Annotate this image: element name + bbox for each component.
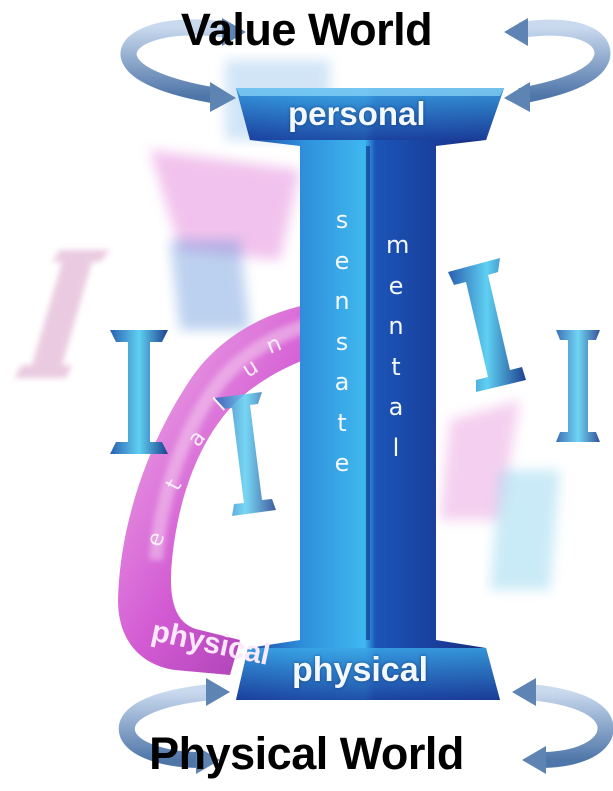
vertical-word-sensate: sensate bbox=[332, 200, 352, 484]
title-value-world: Value World bbox=[0, 4, 613, 56]
vertical-word-mental: mental bbox=[386, 225, 406, 468]
label-physical-bottom: physical bbox=[292, 651, 428, 690]
blurred-letter-pink-left bbox=[14, 250, 110, 378]
blurred-letter-cyan-right bbox=[490, 470, 560, 590]
small-letter-i-right bbox=[448, 258, 526, 392]
title-physical-world: Physical World bbox=[0, 728, 613, 780]
small-letter-i-far-right bbox=[556, 330, 600, 442]
blurred-letter-blue-mid bbox=[170, 240, 250, 330]
label-personal: personal bbox=[288, 95, 426, 133]
